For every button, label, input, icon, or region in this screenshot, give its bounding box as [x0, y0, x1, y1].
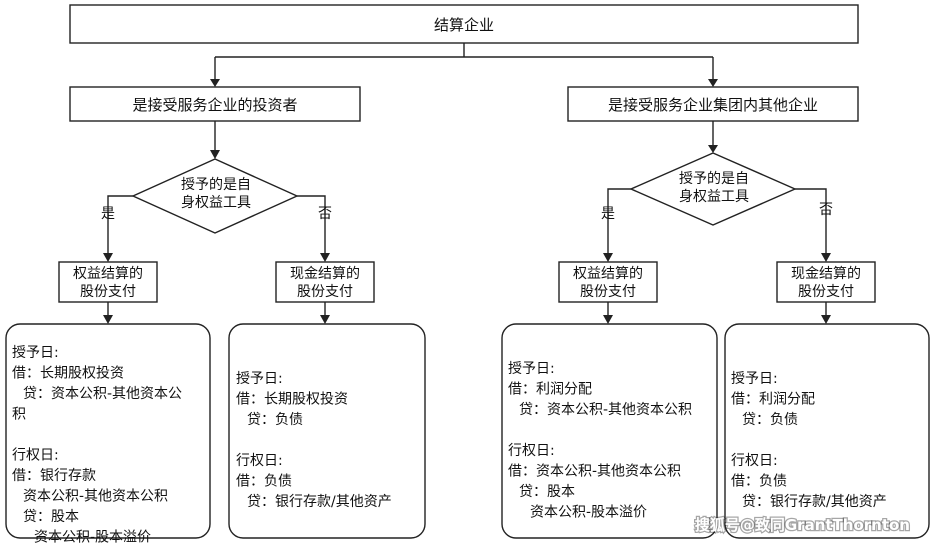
root-label: 结算企业 — [434, 16, 494, 34]
journal-entry-line: 借：负债 — [731, 474, 787, 490]
journal-entry-line: 授予日: — [731, 371, 778, 387]
journal-entry-line: 贷：银行存款/其他资产 — [742, 494, 887, 510]
journal-entry-line: 借：利润分配 — [508, 382, 592, 398]
journal-entry-line: 行权日: — [12, 448, 59, 464]
equity-title1-left: 权益结算的 — [73, 266, 143, 282]
branch-left: 是接受服务企业的投资者 授予的是自 身权益工具 是 否 权益结算的 股份支付 现… — [5, 86, 426, 544]
journal-entry-line: 授予日: — [508, 361, 555, 377]
cash-box-right — [776, 261, 876, 303]
condition-label-left: 是接受服务企业的投资者 — [132, 96, 297, 114]
journal-entry-line: 资本公积-其他资本公积 — [23, 489, 168, 505]
decision-diamond-left — [131, 158, 299, 234]
cash-entries-panel-right — [724, 323, 930, 539]
no-label-left: 否 — [318, 206, 332, 222]
yes-label-right: 是 — [601, 206, 615, 222]
journal-entry-line: 贷：负债 — [742, 412, 798, 428]
journal-entry-line: 借：银行存款 — [12, 468, 96, 484]
journal-entry-line: 贷：资本公积-其他资本公 — [23, 386, 182, 402]
decision-line2-right: 身权益工具 — [679, 189, 749, 205]
decision-diamond-right — [629, 152, 797, 226]
watermark-text: 搜狐号@致同GrantThornton — [695, 516, 910, 534]
journal-entry-line: 贷：负债 — [247, 412, 303, 428]
journal-entry-line: 贷：股本 — [519, 484, 575, 500]
journal-entry-line: 行权日: — [508, 443, 555, 459]
journal-entry-line: 贷：股本 — [23, 509, 79, 525]
condition-label-right: 是接受服务企业集团内其他企业 — [608, 96, 818, 114]
journal-entry-line: 借：长期股权投资 — [236, 392, 348, 408]
cash-title2-right: 股份支付 — [798, 284, 854, 300]
journal-entry-line: 授予日: — [12, 345, 59, 361]
journal-entry-line: 行权日: — [731, 453, 778, 469]
journal-entry-line: 借：负债 — [236, 474, 292, 490]
cash-title1-left: 现金结算的 — [290, 266, 360, 282]
journal-entry-line: 借：资本公积-其他资本公积 — [508, 464, 681, 480]
journal-entry-line: 积 — [12, 407, 26, 423]
journal-entry-line: 借：利润分配 — [731, 392, 815, 408]
journal-entry-line: 借：长期股权投资 — [12, 366, 124, 382]
no-label-right: 否 — [819, 202, 833, 218]
condition-box-right — [567, 86, 859, 122]
decision-line1-left: 授予的是自 — [181, 177, 251, 193]
equity-title2-left: 股份支付 — [80, 284, 136, 300]
cash-title1-right: 现金结算的 — [791, 266, 861, 282]
equity-title1-right: 权益结算的 — [573, 266, 643, 282]
equity-box-left — [58, 261, 158, 303]
cash-title2-left: 股份支付 — [297, 284, 353, 300]
journal-entry-line: 资本公积-股本溢价 — [34, 530, 151, 544]
journal-entry-line: 行权日: — [236, 453, 283, 469]
decision-line1-right: 授予的是自 — [679, 171, 749, 187]
cash-box-left — [275, 261, 375, 303]
root-connectors — [210, 43, 718, 87]
cash-entries-panel-left — [228, 323, 426, 539]
equity-title2-right: 股份支付 — [580, 284, 636, 300]
root-node: 结算企业 — [69, 4, 859, 44]
decision-line2-left: 身权益工具 — [181, 195, 251, 211]
branch-right: 是接受服务企业集团内其他企业 授予的是自 身权益工具 是 否 权益结算的 股份支… — [501, 86, 930, 539]
yes-label-left: 是 — [101, 206, 115, 222]
equity-entries-panel-left — [5, 323, 211, 539]
equity-entries-panel-right — [501, 323, 718, 539]
journal-entry-line: 贷：资本公积-其他资本公积 — [519, 402, 692, 418]
journal-entry-line: 授予日: — [236, 371, 283, 387]
journal-entry-line: 贷：银行存款/其他资产 — [247, 494, 392, 510]
journal-entry-line: 资本公积-股本溢价 — [530, 505, 647, 521]
